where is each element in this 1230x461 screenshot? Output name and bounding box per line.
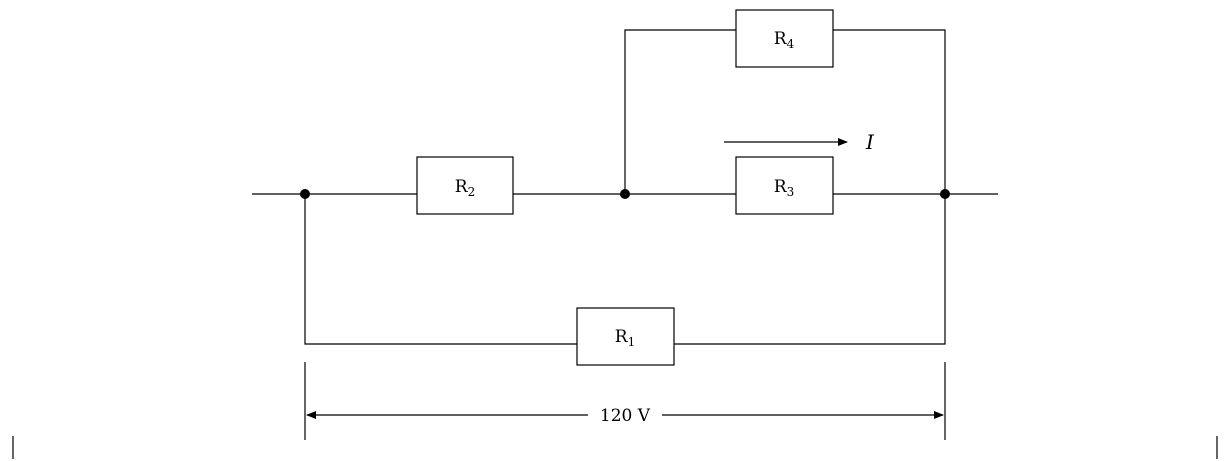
resistor-r4: R4	[735, 9, 834, 68]
junction-left	[300, 189, 310, 199]
wires	[12, 29, 1218, 459]
resistor-r1: R1	[576, 307, 675, 366]
resistor-r1-label: R1	[615, 327, 635, 349]
junction-nodes	[300, 189, 950, 199]
resistor-r2-box	[416, 156, 514, 215]
resistor-r4-label: R4	[774, 29, 795, 51]
resistor-r3-box	[735, 156, 834, 215]
voltage-label: 120 V	[600, 406, 651, 426]
current-label: I	[865, 130, 875, 154]
resistor-r3: R3	[735, 156, 834, 215]
resistor-r2-label: R2	[455, 177, 475, 199]
junction-middle	[620, 189, 630, 199]
junction-right	[940, 189, 950, 199]
resistor-r1-box	[576, 307, 675, 366]
wire-r1-right	[674, 194, 946, 345]
resistor-r2: R2	[416, 156, 514, 215]
resistor-r3-label: R3	[774, 177, 794, 199]
wire-r1-left	[304, 194, 577, 345]
wire-r4-left	[624, 29, 736, 194]
wire-r4-right	[833, 29, 946, 194]
resistor-r4-box	[735, 9, 834, 68]
